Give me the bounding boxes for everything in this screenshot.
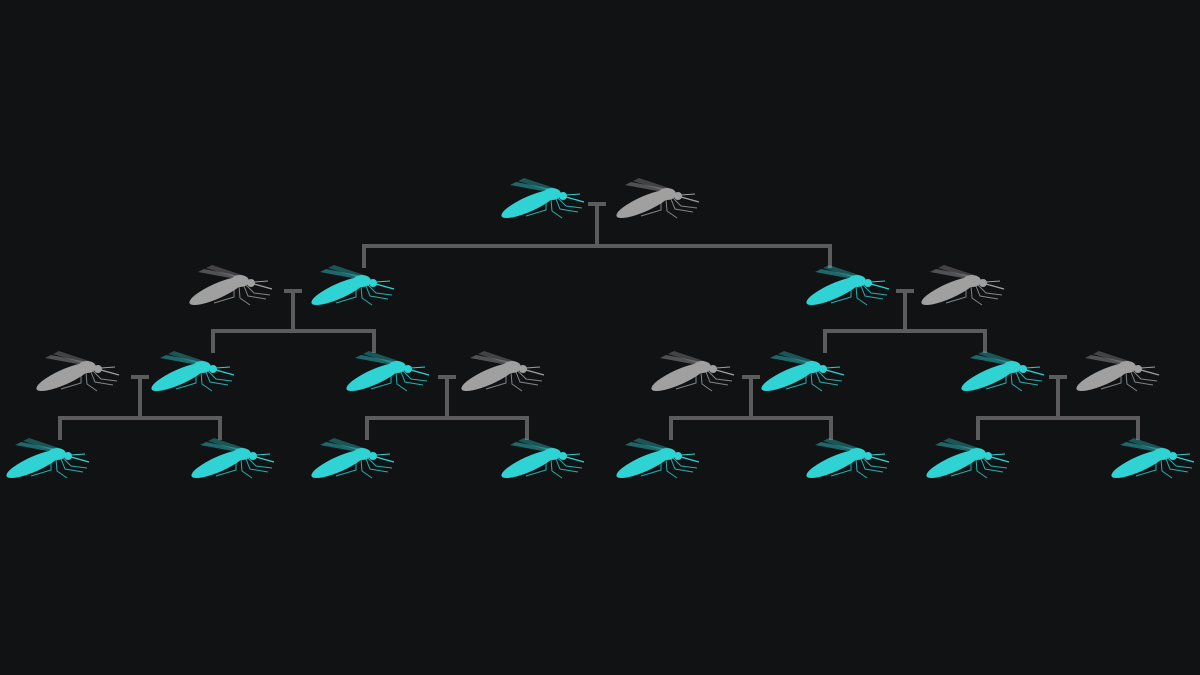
gene-drive-mosquito-icon	[2, 437, 90, 484]
gene-drive-mosquito-icon	[922, 437, 1010, 484]
gene-drive-mosquito-icon	[957, 350, 1045, 397]
gene-drive-mosquito-icon	[612, 437, 700, 484]
gene-drive-mosquito-icon	[497, 177, 585, 224]
wild-type-mosquito-icon	[612, 177, 700, 224]
gene-drive-mosquito-icon	[497, 437, 585, 484]
gene-drive-mosquito-icon	[342, 350, 430, 397]
gene-drive-mosquito-icon	[187, 437, 275, 484]
gene-drive-mosquito-icon	[1107, 437, 1195, 484]
gene-drive-mosquito-icon	[307, 264, 395, 311]
wild-type-mosquito-icon	[647, 350, 735, 397]
wild-type-mosquito-icon	[457, 350, 545, 397]
wild-type-mosquito-icon	[185, 264, 273, 311]
wild-type-mosquito-icon	[917, 264, 1005, 311]
wild-type-mosquito-icon	[32, 350, 120, 397]
gene-drive-mosquito-icon	[802, 437, 890, 484]
gene-drive-mosquito-icon	[147, 350, 235, 397]
gene-drive-mosquito-icon	[307, 437, 395, 484]
gene-drive-mosquito-icon	[802, 264, 890, 311]
wild-type-mosquito-icon	[1072, 350, 1160, 397]
gene-drive-mosquito-icon	[757, 350, 845, 397]
connector-lines	[58, 202, 1140, 440]
